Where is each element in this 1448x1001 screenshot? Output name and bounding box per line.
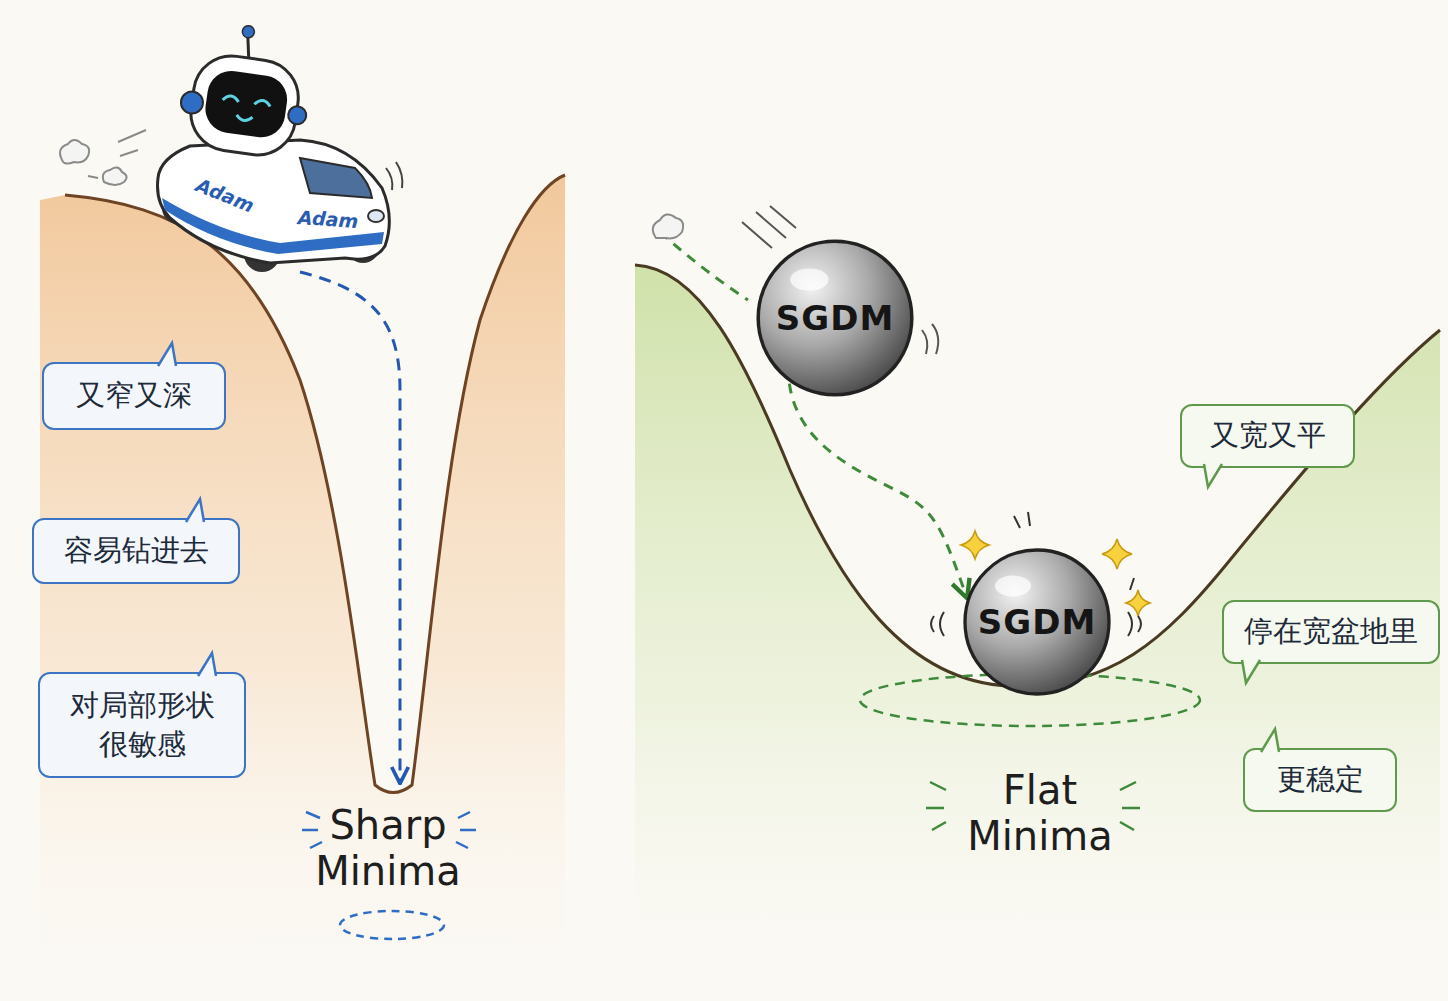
ball-label: SGDM xyxy=(978,602,1096,642)
car-drawing-part xyxy=(368,210,384,222)
sgdm-trail-part xyxy=(653,214,683,238)
bubble-tail-part xyxy=(186,499,204,522)
car-drawing xyxy=(150,18,395,280)
sparkles-part xyxy=(1126,590,1150,616)
car-drawing-part xyxy=(300,158,372,198)
sgdm-ball: SGDM xyxy=(755,238,915,398)
ball-shape-part xyxy=(790,268,828,290)
bubble-tail-part xyxy=(158,343,176,366)
car-label: Adam xyxy=(297,206,359,232)
sgdm-trail-part xyxy=(922,324,938,354)
adam-path-arrow-part xyxy=(300,272,400,782)
car-drawing-part-part xyxy=(242,25,256,39)
adam-car: AdamAdam xyxy=(150,18,395,280)
bubble-tail xyxy=(156,342,180,366)
callout-text: 对局部形状 很敏感 xyxy=(58,686,226,764)
callout-bubble: 停在宽盆地里 xyxy=(1222,600,1440,664)
callout-text: 又宽又平 xyxy=(1210,416,1326,455)
bubble-tail xyxy=(1238,660,1262,684)
car-drawing-part xyxy=(386,162,402,190)
car-drawing-part-part xyxy=(180,90,205,115)
bubble-tail-part xyxy=(186,499,204,522)
minimum-label: Flat Minima xyxy=(950,767,1130,859)
sharp-valley-part xyxy=(40,175,565,1001)
sharp-valley xyxy=(40,175,565,1001)
bubble-tail-part xyxy=(1242,660,1260,683)
bubble-tail-part xyxy=(1261,729,1279,752)
adam-path-arrow xyxy=(300,272,400,782)
car-drawing-part xyxy=(175,18,317,161)
flat-valley xyxy=(635,265,1440,1001)
callout-bubble: 更稳定 xyxy=(1243,748,1397,812)
callout-bubble: 又宽又平 xyxy=(1180,404,1355,468)
car-drawing-part-part xyxy=(245,36,252,58)
bubble-tail-part xyxy=(198,653,216,676)
sgdm-trail-part xyxy=(660,232,748,300)
car-smoke-part xyxy=(103,167,127,185)
bubble-tail-part xyxy=(198,653,216,676)
bubble-tail xyxy=(184,498,208,522)
bubble-tail-part xyxy=(1261,729,1279,752)
sparkles-part xyxy=(1102,539,1132,569)
car-smoke-part xyxy=(60,140,89,164)
ball-shape-part xyxy=(965,550,1109,694)
car-drawing-part-part xyxy=(287,105,307,125)
flat-valley-part xyxy=(635,265,1440,1001)
flat-valley-part xyxy=(635,265,1440,686)
car-drawing-part xyxy=(158,140,390,263)
bubble-tail-part xyxy=(1242,660,1260,683)
callout-text: 又窄又深 xyxy=(76,376,192,415)
sparkles-part xyxy=(961,531,989,559)
bubble-tail-part xyxy=(1204,464,1222,487)
car-drawing-part-part xyxy=(220,95,271,124)
sgdm-trail-part xyxy=(742,206,796,248)
car-smoke-part xyxy=(88,130,146,178)
callout-bubble: 对局部形状 很敏感 xyxy=(38,672,246,778)
bubble-tail xyxy=(1200,464,1224,488)
ball-label: SGDM xyxy=(776,298,894,338)
bubble-tail-part xyxy=(158,343,176,366)
car-smoke xyxy=(60,130,146,185)
callout-text: 容易钻进去 xyxy=(64,531,209,570)
callout-bubble: 容易钻进去 xyxy=(32,518,240,584)
minimum-label: Sharp Minima xyxy=(298,802,478,894)
callout-text: 更稳定 xyxy=(1277,760,1364,799)
bubble-tail xyxy=(1259,728,1283,752)
callout-text: 停在宽盆地里 xyxy=(1244,612,1418,651)
ball-shape-part xyxy=(995,576,1031,597)
sharp-minimum-marks-part xyxy=(340,911,444,939)
sgdm-ball: SGDM xyxy=(962,547,1112,697)
ball-shape-part xyxy=(758,241,912,395)
descent-arrow xyxy=(789,384,966,597)
callout-bubble: 又窄又深 xyxy=(42,362,226,430)
bubble-tail xyxy=(196,652,220,676)
car-drawing-part-part xyxy=(202,68,290,141)
car-drawing-part xyxy=(162,198,384,254)
bubble-tail-part xyxy=(1204,464,1222,487)
